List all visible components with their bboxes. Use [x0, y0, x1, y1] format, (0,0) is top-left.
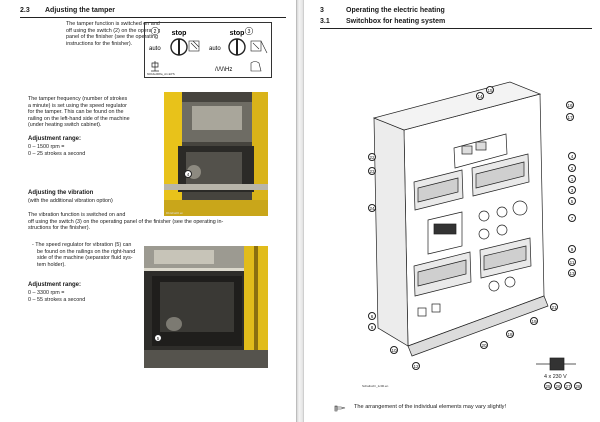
callout-14: 14: [476, 92, 484, 100]
adjustment-range-heading-1: Adjustment range:: [28, 136, 82, 142]
vibration-subheading: (with the additional vibration option): [28, 198, 113, 204]
operating-panel-figure: 2 3 stop stop auto auto: [144, 22, 272, 78]
callout-17: 17: [566, 113, 574, 121]
hz-label: /\/\/\Hz: [215, 67, 232, 73]
section-rule: [20, 17, 286, 18]
bullet-vibration-regulator: - The speed regulator for vibration (5) …: [32, 242, 136, 268]
stop-label-1: stop: [172, 30, 187, 37]
auto-label-1: auto: [149, 46, 161, 52]
auto-label-2: auto: [209, 46, 221, 52]
callout-15: 15: [486, 86, 494, 94]
callout-6: 6: [368, 312, 376, 320]
callout-8: 8: [368, 323, 376, 331]
callout-19: 19: [530, 317, 538, 325]
section-number-3-1: 3.1: [320, 18, 330, 25]
callout-3: 3: [248, 29, 251, 35]
callout-21: 21: [550, 303, 558, 311]
callout-25: 25: [544, 382, 552, 390]
callout-1-right: 1: [568, 175, 576, 183]
callout-10: 10: [390, 346, 398, 354]
callout-9: 9: [568, 245, 576, 253]
tamper-speed-icon: [151, 61, 159, 72]
callout-2-right: 2: [568, 164, 576, 172]
callout-11: 11: [568, 258, 576, 266]
callout-5-right: 5: [568, 197, 576, 205]
callout-2: 2: [154, 29, 157, 35]
callout-28: 28: [574, 382, 582, 390]
callout-16: 16: [566, 101, 574, 109]
switchbox-diagram: [372, 81, 576, 371]
page-gutter: [296, 0, 304, 422]
callout-13: 13: [568, 269, 576, 277]
pointing-hand-icon: [334, 405, 346, 412]
voltage-label: 4 x 230 V: [544, 374, 567, 380]
adjustment-range-values-1: 0 – 1500 rpm =0 – 25 strokes a second: [28, 144, 86, 157]
callout-5: 5: [154, 334, 162, 342]
section-title-switchbox: Switchbox for heating system: [346, 18, 446, 25]
adjustment-range-heading-2: Adjustment range:: [28, 282, 82, 288]
tamper-regulator-photo: 4 Db4d/a00.en: [164, 92, 268, 216]
chapter-title: Operating the electric heating: [346, 7, 445, 14]
arrangement-note: The arrangement of the individual elemen…: [354, 404, 507, 410]
callout-23: 23: [368, 167, 376, 175]
chapter-number: 3: [320, 7, 324, 14]
callout-27: 27: [564, 382, 572, 390]
photo-filename: Db4d/a00.en: [166, 211, 184, 215]
callout-3-right: 3: [568, 186, 576, 194]
callout-4-right: 4: [568, 152, 576, 160]
hand-icon: [250, 61, 262, 72]
section-number: 2.3: [20, 7, 30, 14]
vibration-heading: Adjusting the vibration: [28, 190, 94, 196]
section-rule-right: [320, 28, 592, 29]
callout-7: 7: [568, 214, 576, 222]
callout-4: 4: [184, 170, 192, 178]
callout-20: 20: [480, 341, 488, 349]
callout-24: 24: [368, 204, 376, 212]
callout-22: 22: [368, 153, 376, 161]
callout-18: 18: [506, 330, 514, 338]
left-page: 2.3 Adjusting the tamper The tamper func…: [0, 0, 296, 422]
section-title: Adjusting the tamper: [45, 7, 116, 14]
tamper-photo-drawing: [164, 92, 268, 216]
paragraph-vibration-switch: The vibration function is switched on an…: [28, 212, 224, 232]
callout-26: 26: [554, 382, 562, 390]
vibration-symbol-icon: [250, 40, 262, 52]
figure-filename: 600dw008a_A1.EPS: [147, 72, 175, 76]
tamper-symbol-icon: [188, 40, 268, 54]
stop-label-2: stop: [230, 30, 245, 37]
vibration-photo-drawing: [144, 246, 268, 368]
right-page: 3 Operating the electric heating 3.1 Swi…: [304, 0, 600, 422]
operating-panel-drawing: 2 3 stop stop auto auto: [149, 26, 268, 73]
callout-12: 12: [412, 362, 420, 370]
diagram-filename: Schaltschr_1c00.en: [362, 384, 389, 388]
adjustment-range-values-2: 0 – 3300 rpm =0 – 55 strokes a second: [28, 290, 86, 303]
vibration-regulator-photo: 5: [144, 246, 268, 368]
